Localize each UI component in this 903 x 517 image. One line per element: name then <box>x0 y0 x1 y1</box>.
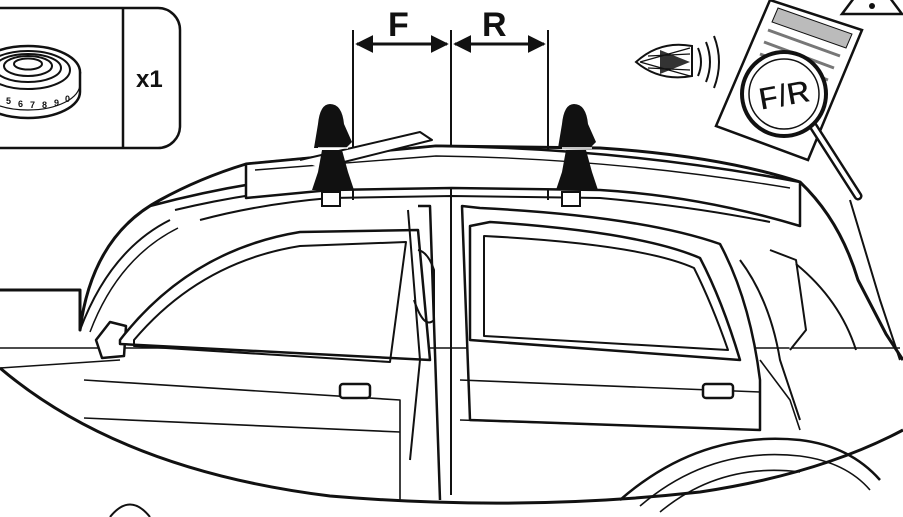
tape-digit: 7 <box>30 100 35 110</box>
front-door-handle <box>338 382 372 400</box>
tape-digit: 8 <box>42 100 47 110</box>
eye-icon <box>634 35 720 89</box>
magnifying-glass-icon: F/R <box>740 50 863 201</box>
tape-digit: 9 <box>54 98 59 108</box>
tape-quantity-panel: 5 6 7 8 9 0 x1 <box>0 6 182 150</box>
front-label: F <box>388 6 409 44</box>
tape-digit: 0 <box>65 94 70 104</box>
rear-door-handle <box>701 382 735 400</box>
measuring-tape-icon <box>0 44 82 120</box>
rear-rack-foot <box>556 104 598 207</box>
warning-triangle-icon <box>839 0 903 16</box>
front-rack-foot <box>312 104 354 207</box>
quantity-label: x1 <box>136 66 163 93</box>
rear-label: R <box>482 6 507 44</box>
tape-digit: 5 <box>6 96 11 106</box>
tape-digit: 6 <box>18 99 23 109</box>
